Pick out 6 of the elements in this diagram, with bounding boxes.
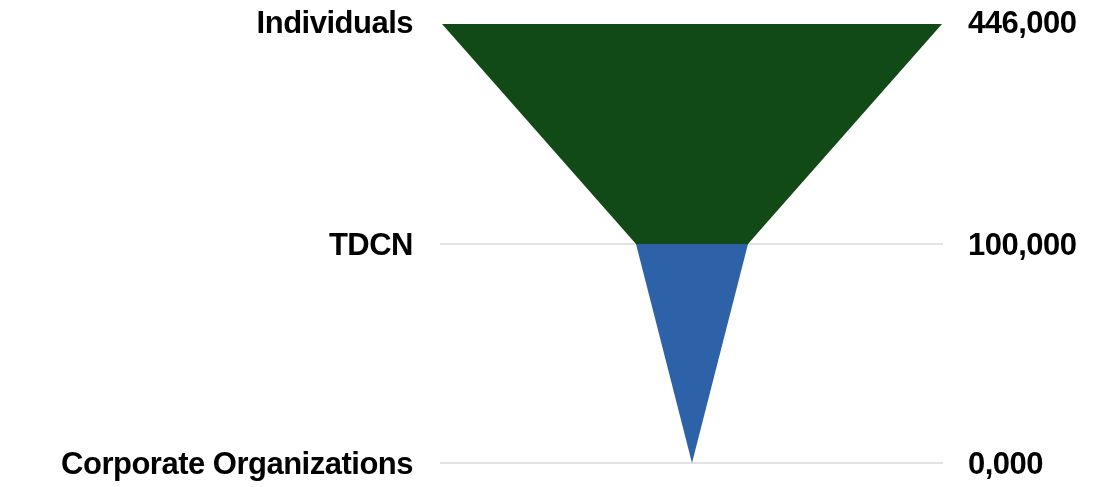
stage-label: Corporate Organizations <box>61 447 413 479</box>
stage-label: Individuals <box>256 6 413 38</box>
stage-label: TDCN <box>328 228 413 260</box>
value-label: 100,000 <box>968 228 1077 260</box>
value-label: 0,000 <box>968 447 1044 479</box>
value-label: 446,000 <box>968 6 1077 38</box>
